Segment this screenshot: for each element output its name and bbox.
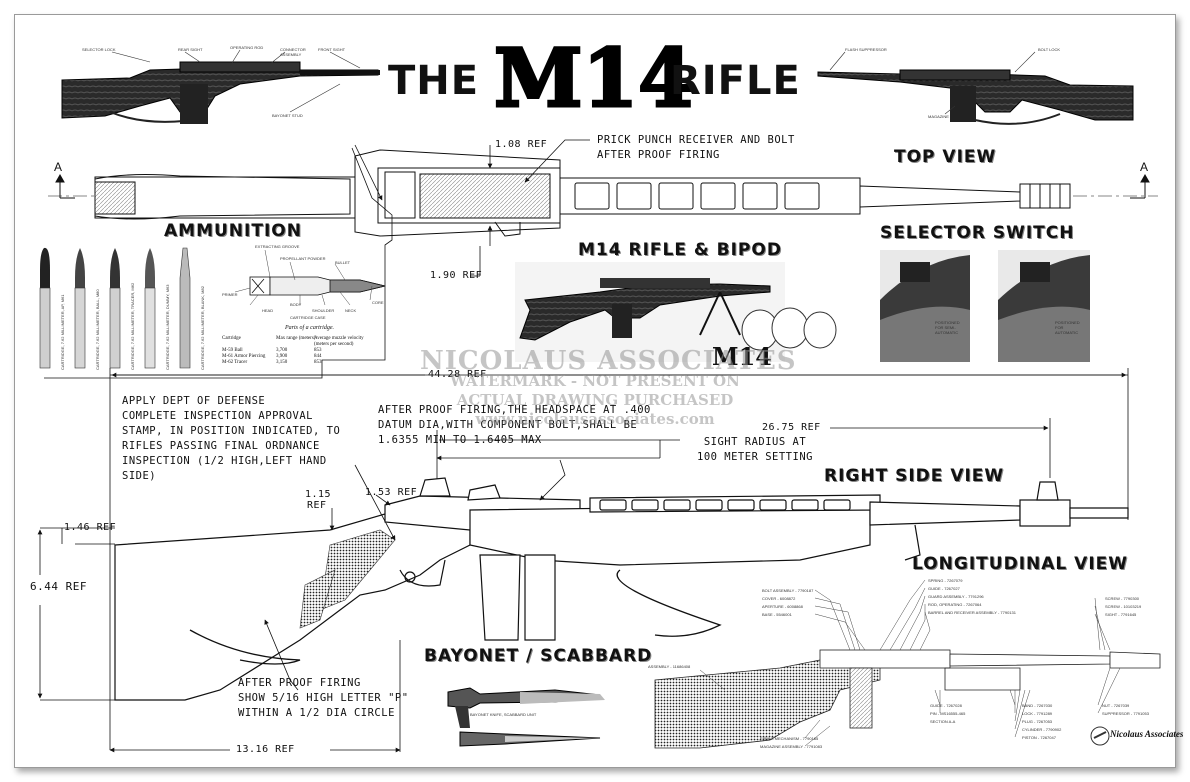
rifle-photo-right <box>817 69 1134 125</box>
note-headspace: AFTER PROOF FIRING,THE HEADSPACE AT .400… <box>378 404 651 446</box>
long-labels-bottom-left: FIRING MECHANISM - 7790185 MAGAZINE ASSE… <box>760 736 823 749</box>
section-markers <box>55 173 1150 199</box>
longitudinal-drawing <box>654 649 1161 749</box>
bipod-photo <box>515 262 837 362</box>
bayonet-caption: BAYONET KNIFE, SCABBARD UNIT <box>470 712 537 717</box>
long-labels-bottom-mid: GUIDE - 7267028 PIN - MS16555-465 SECTIO… <box>930 703 966 724</box>
label-bayonet-stud: BAYONET STUD <box>272 113 303 118</box>
dim-1-46: 1.46 REF <box>64 522 117 533</box>
selector-caption-auto: POSITIONED FOR AUTOMATIC <box>1055 320 1080 335</box>
sight-radius-dim <box>436 418 1051 480</box>
label-connector-assembly: CONNECTOR ASSEMBLY <box>280 47 306 57</box>
label-selector-lock: SELECTOR LOCK <box>82 47 116 52</box>
label-rear-sight: REAR SIGHT <box>178 47 203 52</box>
dim-13-16: 13.16 REF <box>236 744 295 755</box>
dim-26-75: 26.75 REF <box>762 422 821 433</box>
watermark-line-2: WATERMARK - NOT PRESENT ON <box>450 372 740 390</box>
cartridges <box>39 247 191 369</box>
heading-ammunition: AMMUNITION <box>164 221 302 241</box>
cartridge-tracer-label: CARTRIDGE, 7.62 MILLIMETER, TRACER, M62 <box>130 282 135 370</box>
ammo-table-row: M-61 Armor Piercing 3,900 844 <box>222 354 322 359</box>
bipod-image-title: M14 <box>712 342 772 371</box>
heading-bipod: M14 RIFLE & BIPOD <box>578 240 782 260</box>
label-flash-suppressor: FLASH SUPPRESSOR <box>845 47 887 52</box>
long-label-assembly: ASSEMBLY - 11686408 <box>648 664 691 669</box>
part-core: CORE <box>372 300 384 305</box>
long-labels-right-top: SCREW - 7790300 SCREW - 10103219 SIGHT -… <box>1105 596 1142 617</box>
logo-text: Nicolaus Associates <box>1110 729 1184 739</box>
selector-caption-semi: POSITIONED FOR SEMI-AUTOMATIC <box>935 320 960 335</box>
dim-1-15-ref: REF <box>307 500 327 511</box>
bayonet-photos <box>447 687 605 747</box>
logo-mark <box>1090 726 1110 746</box>
ammo-table-row: M-59 Ball 3,700 853 <box>222 348 322 353</box>
long-labels-bottom-mid2: BAND - 7267030 LOCK - 7791289 PLUG - 726… <box>1022 703 1062 740</box>
heading-selector-switch: SELECTOR SWITCH <box>880 223 1075 243</box>
title-rifle: RIFLE <box>670 58 801 104</box>
dim-44-28: 44.28 REF <box>428 369 487 380</box>
part-body: BODY <box>290 302 302 307</box>
dim-1-53: 1.53 REF <box>365 487 418 498</box>
cartridge-leaders <box>234 249 373 306</box>
ammo-panel-outline <box>44 147 393 379</box>
cartridge-ball-label: CARTRIDGE, 7.62 MILLIMETER, BALL, M80 <box>95 289 100 370</box>
note-proof-mark: AFTER PROOF FIRING SHOW 5/16 HIGH LETTER… <box>238 677 409 719</box>
label-magazine: MAGAZINE <box>928 114 949 119</box>
overall-length-dim <box>109 368 1129 750</box>
poster-border <box>14 14 1176 768</box>
long-labels-center-top: SPRING - 7267079 GUIDE - 7267027 GUARD A… <box>928 578 1016 615</box>
watermark-line-1: NICOLAUS ASSOCIATES <box>420 346 797 376</box>
heading-longitudinal-view: LONGITUDINAL VIEW <box>912 554 1129 574</box>
label-bolt-lock: BOLT LOCK <box>1038 47 1061 52</box>
dim-1-15: 1.15 <box>305 489 332 500</box>
callouts-left <box>111 49 361 113</box>
longitudinal-leaders <box>699 579 1121 747</box>
long-labels-bottom-right: NUT - 7267039 SUPPRESSOR - 7791053 <box>1102 703 1149 716</box>
part-extracting-groove: EXTRACTING GROOVE <box>255 244 300 249</box>
part-propellant-powder: PROPELLANT POWDER <box>280 256 326 261</box>
top-dim-lines <box>354 139 590 277</box>
heading-top-view: TOP VIEW <box>894 147 997 167</box>
watermark-line-4: www.nicolausassociates.com <box>475 410 715 428</box>
ammo-table: Cartridge Max range (meters) Average muz… <box>222 336 374 366</box>
note-sight-radius: SIGHT RADIUS AT 100 METER SETTING <box>697 436 813 463</box>
top-view-drawing <box>48 149 1158 237</box>
cartridge-cutaway <box>249 276 386 296</box>
part-neck: NECK <box>345 308 357 313</box>
long-labels-left-top: BOLT ASSEMBLY - 7790187 COVER - 6008872 … <box>762 588 814 617</box>
right-side-dims <box>37 459 566 753</box>
watermark-line-3: ACTUAL DRAWING PURCHASED <box>456 391 734 409</box>
cartridge-dummy-label: CARTRIDGE, 7.62 MILLIMETER, DUMMY, M63 <box>165 284 170 370</box>
dim-1-08: 1.08 REF <box>495 139 548 150</box>
part-shoulder: SHOULDER <box>312 308 335 313</box>
ammo-table-row: M-62 Tracer 3,150 853 <box>222 360 322 365</box>
title-the: THE <box>388 58 480 104</box>
note-prick-punch: PRICK PUNCH RECEIVER AND BOLT AFTER PROO… <box>597 134 795 161</box>
callouts-right <box>829 51 1036 115</box>
ammo-table-header: Cartridge Max range (meters) Average muz… <box>222 336 364 347</box>
cartridge-blank-label: CARTRIDGE, 7.62 MILLIMETER, BLANK, M82 <box>200 286 205 370</box>
label-front-sight: FRONT SIGHT <box>318 47 346 52</box>
right-side-view-drawing <box>114 477 1129 701</box>
dim-1-90: 1.90 REF <box>430 270 483 281</box>
slings <box>189 569 722 665</box>
part-cartridge-case: CARTRIDGE CASE <box>290 315 326 320</box>
part-bullet: BULLET <box>335 260 351 265</box>
heading-right-side-view: RIGHT SIDE VIEW <box>824 466 1005 486</box>
note-inspection-stamp: APPLY DEPT OF DEFENSE COMPLETE INSPECTIO… <box>122 395 341 482</box>
cartridge-ap-label: CARTRIDGE, 7.62 MILLIMETER, AP, M61 <box>60 294 65 370</box>
heading-bayonet-scabbard: BAYONET / SCABBARD <box>424 646 653 666</box>
part-head: HEAD <box>262 308 274 313</box>
part-primer: PRIMER <box>222 292 238 297</box>
selector-photos <box>880 250 1090 362</box>
cartridge-caption: Parts of a cartridge. <box>285 325 334 331</box>
label-operating-rod: OPERATING ROD <box>230 45 264 50</box>
rifle-photo-left <box>61 61 380 124</box>
title-m14: M14 <box>493 31 696 125</box>
section-marker-right: A <box>1140 160 1149 174</box>
dim-6-44: 6.44 REF <box>30 580 87 593</box>
section-marker-left: A <box>54 160 63 174</box>
